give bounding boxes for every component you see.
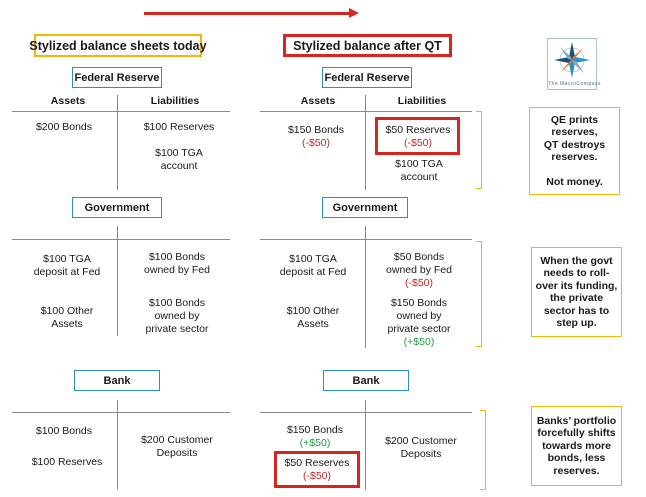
gov-tga-after: $100 TGA deposit at Fed <box>279 253 347 278</box>
gov-bonds-fed-today: $100 Bonds owned by Fed <box>144 251 210 276</box>
column-assets: Assets <box>50 95 86 107</box>
t-account-line <box>12 412 230 413</box>
macrocompass-logo: The MacroCompass <box>547 38 602 90</box>
section-header-bank-after: Bank <box>323 370 409 391</box>
section-header-gov-after: Government <box>322 197 408 218</box>
direction-arrow-shaft <box>144 12 350 15</box>
t-account-line <box>12 111 230 112</box>
column-assets: Assets <box>300 95 336 107</box>
title-after-qt: Stylized balance after QT <box>283 34 452 57</box>
bank-deposits-today: $200 Customer Deposits <box>141 434 213 459</box>
bank-bonds-after: $150 Bonds (+$50) <box>286 424 344 449</box>
t-account-divider <box>117 226 118 336</box>
t-account-divider <box>365 95 366 190</box>
gov-bonds-fed-after: $50 Bonds owned by Fed (-$50) <box>386 251 452 289</box>
fed-reserves-today: $100 Reserves <box>143 121 215 133</box>
title-today: Stylized balance sheets today <box>29 34 207 57</box>
bracket-bank <box>480 410 486 490</box>
fed-tga-after: $100 TGA account <box>395 158 443 183</box>
t-account-divider <box>365 226 366 348</box>
t-account-divider <box>365 400 366 490</box>
logo-text: The MacroCompass <box>548 81 602 87</box>
t-account-line <box>260 412 472 413</box>
bracket-gov <box>476 241 482 347</box>
section-header-gov-today: Government <box>72 197 162 218</box>
gov-other-after: $100 Other Assets <box>286 305 340 330</box>
t-account-line <box>260 239 472 240</box>
compass-star-icon <box>554 42 590 78</box>
gov-other-today: $100 Other Assets <box>40 305 94 330</box>
fed-assets-today: $200 Bonds <box>35 121 93 133</box>
bank-reserves-after: $50 Reserves (-$50) <box>284 457 350 482</box>
column-liabilities: Liabilities <box>397 95 447 107</box>
fed-tga-today: $100 TGA account <box>155 147 203 172</box>
gov-bonds-private-after: $150 Bonds owned by private sector (+$50… <box>387 297 451 348</box>
section-header-fed-today: Federal Reserve <box>72 67 162 88</box>
highlight-fed-reserves <box>375 117 460 155</box>
bank-bonds-today: $100 Bonds <box>35 425 93 437</box>
bracket-fed <box>476 111 482 189</box>
fed-reserves-after: $50 Reserves (-$50) <box>385 124 451 149</box>
t-account-divider <box>117 95 118 190</box>
highlight-bank-reserves <box>274 451 360 488</box>
note-gov: When the govt needs to roll- over its fu… <box>531 247 622 337</box>
note-bank: Banks’ portfolio forcefully shifts towar… <box>531 406 622 486</box>
gov-tga-today: $100 TGA deposit at Fed <box>33 253 101 278</box>
direction-arrow-head <box>349 8 359 18</box>
t-account-line <box>12 239 230 240</box>
t-account-divider <box>117 400 118 490</box>
fed-assets-after: $150 Bonds (-$50) <box>287 124 345 149</box>
bank-reserves-today: $100 Reserves <box>31 456 103 468</box>
column-liabilities: Liabilities <box>150 95 200 107</box>
gov-bonds-private-today: $100 Bonds owned by private sector <box>145 297 209 335</box>
note-fed: QE prints reserves, QT destroys reserves… <box>529 107 620 195</box>
section-header-fed-after: Federal Reserve <box>322 67 412 88</box>
bank-deposits-after: $200 Customer Deposits <box>385 435 457 460</box>
t-account-line <box>260 111 472 112</box>
section-header-bank-today: Bank <box>74 370 160 391</box>
